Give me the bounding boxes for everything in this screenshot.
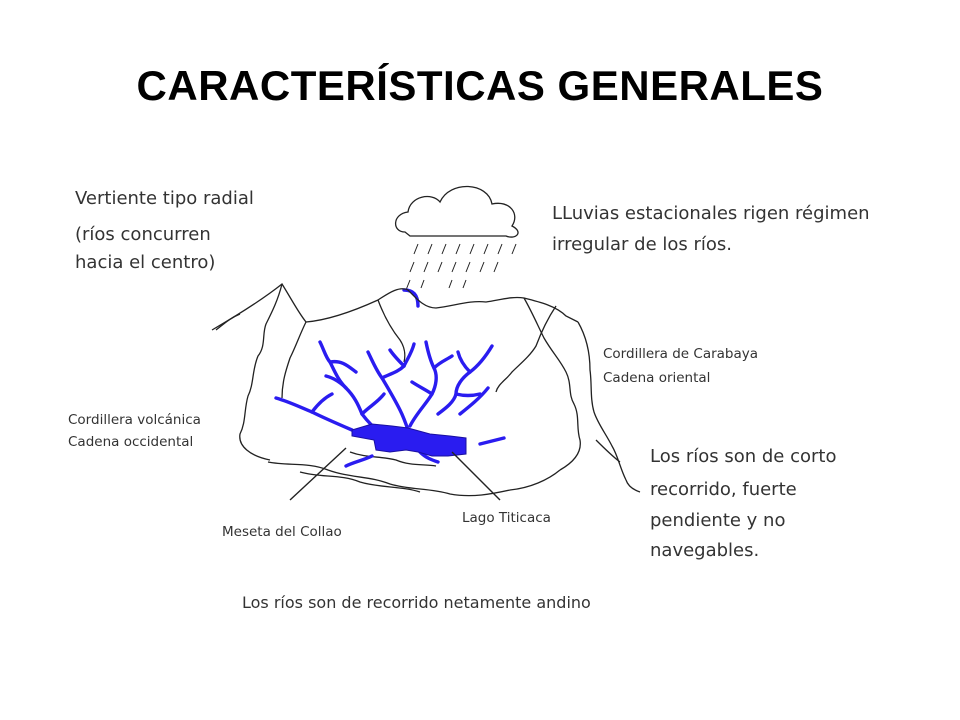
label-volcanica: Cordillera volcánica Cadena occidental: [68, 412, 205, 450]
river-network: [274, 340, 506, 468]
slide-title: CARACTERÍSTICAS GENERALES: [136, 62, 824, 109]
label-lago: Lago Titicaca: [462, 510, 551, 526]
label-vertiente: Vertiente tipo radial (ríos concurren ha…: [75, 188, 260, 273]
label-meseta: Meseta del Collao: [222, 524, 342, 540]
leader-line-lago: [451, 451, 501, 501]
label-rios-corto: Los ríos son de corto recorrido, fuerte …: [650, 446, 842, 561]
lake-titicaca-shape: [351, 423, 467, 457]
label-andino: Los ríos son de recorrido netamente andi…: [242, 593, 591, 612]
river-top: [402, 288, 420, 308]
label-lluvias: LLuvias estacionales rigen régimen irreg…: [552, 203, 875, 255]
label-carabaya: Cordillera de Carabaya Cadena oriental: [603, 346, 762, 386]
rain-cloud-icon: [394, 185, 519, 238]
rain-drops: [405, 243, 517, 291]
mountain-ridges: [211, 283, 641, 497]
leader-line-meseta: [289, 447, 347, 501]
